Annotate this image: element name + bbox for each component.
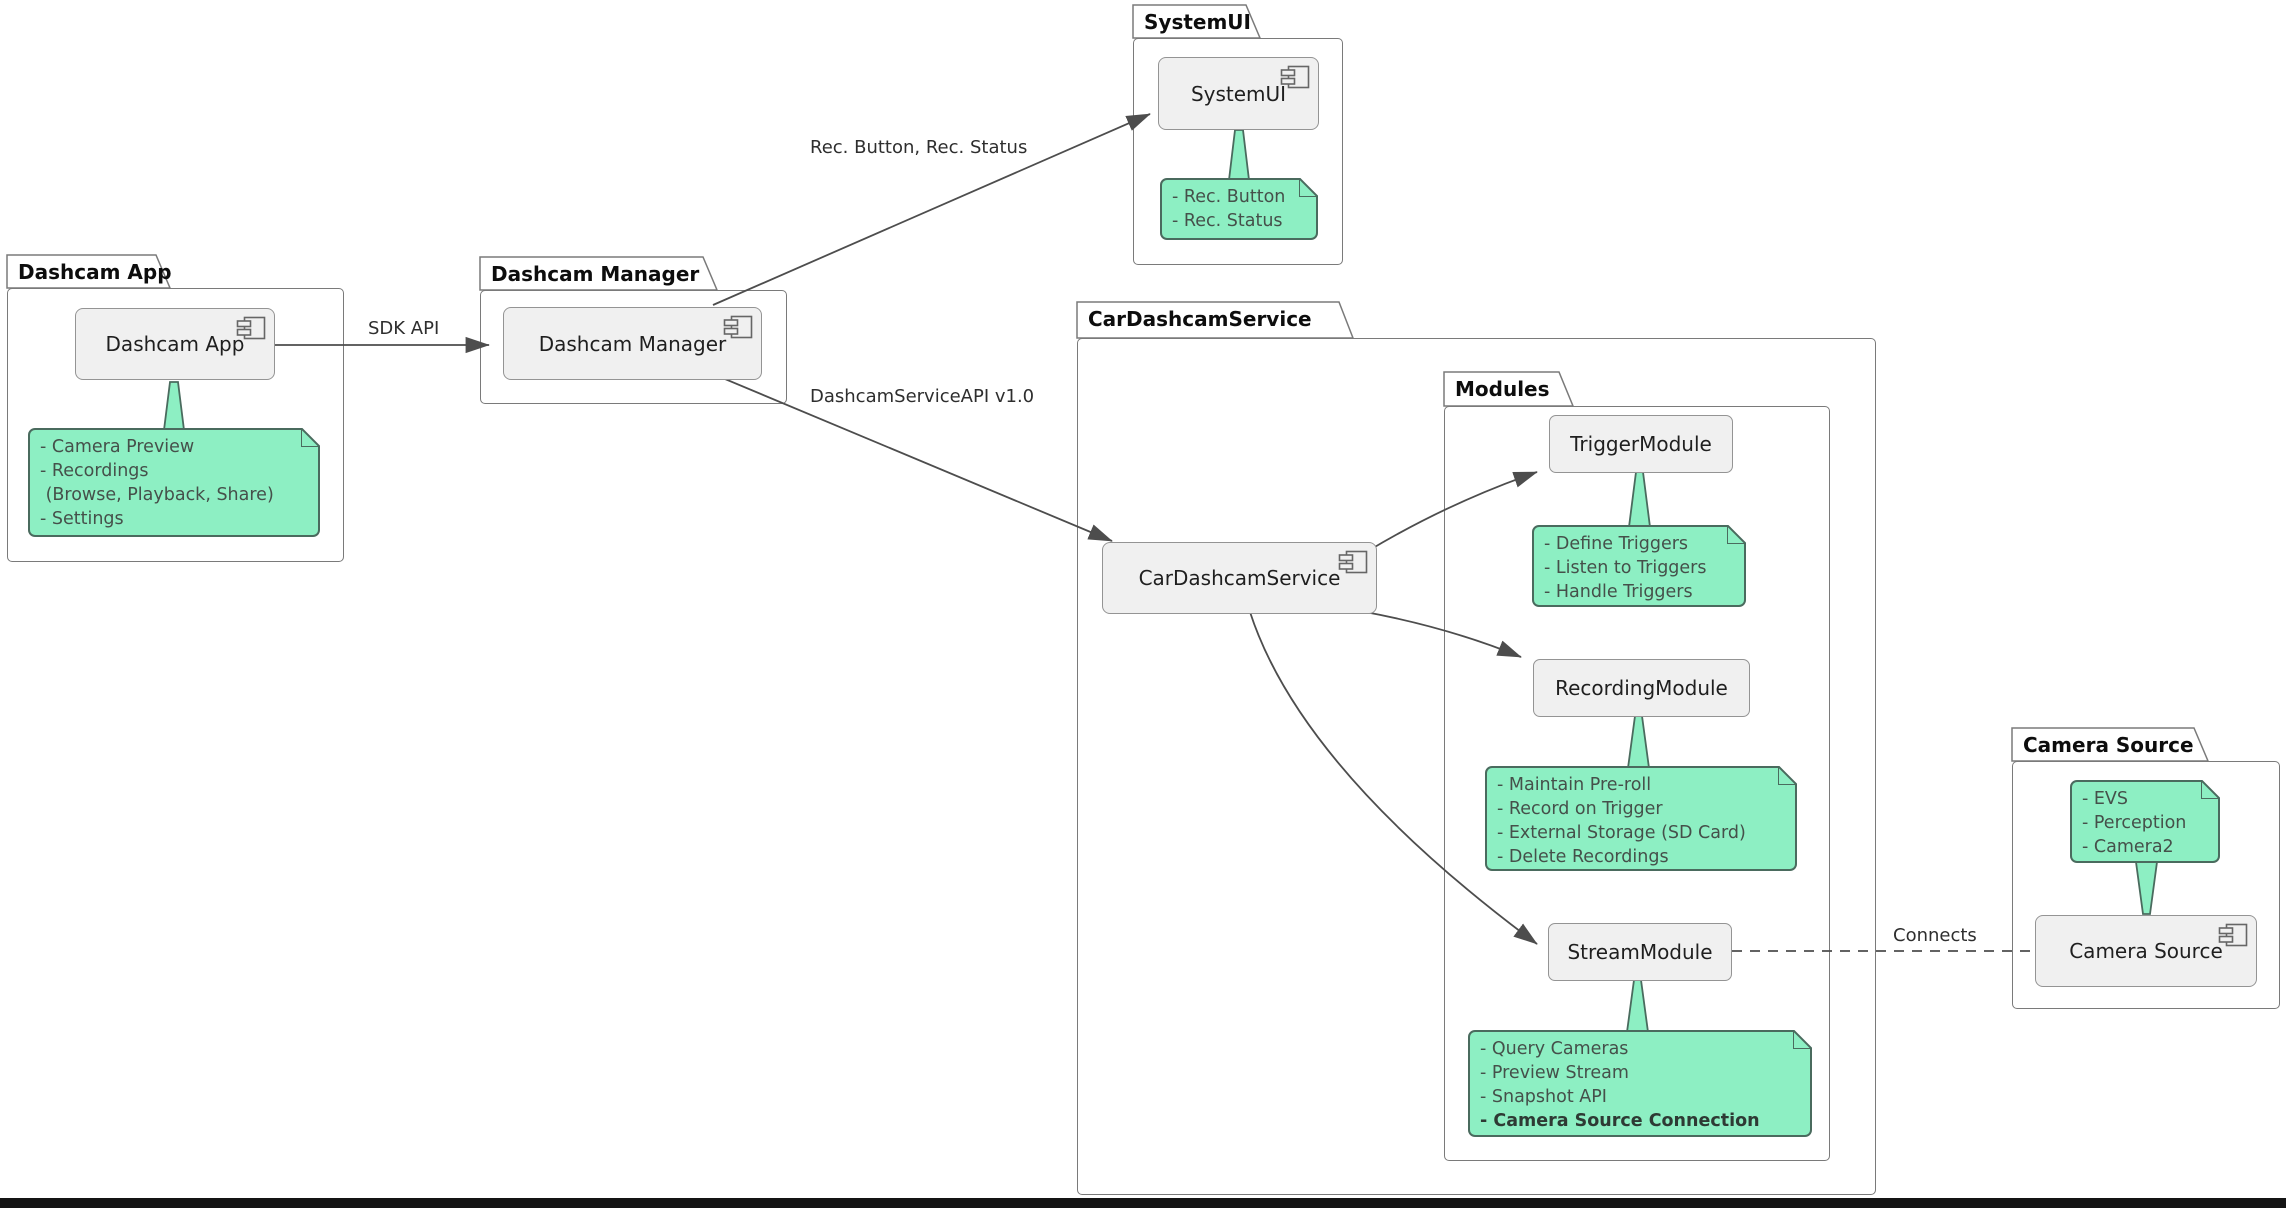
- note-line: - Listen to Triggers: [1544, 558, 1707, 578]
- component-label: SystemUI: [1190, 81, 1287, 106]
- note-line: - Recordings: [40, 461, 149, 481]
- note-line: - Snapshot API: [1480, 1087, 1607, 1107]
- note-line: - EVS: [2082, 789, 2129, 809]
- module-trigger: TriggerModule: [1549, 415, 1733, 473]
- package-modules: [1444, 406, 1830, 1161]
- note-line: (Browse, Playback, Share): [40, 485, 274, 505]
- note-stream: - Query Cameras - Preview Stream - Snaps…: [1468, 1030, 1812, 1137]
- note-dashcam-app: - Camera Preview - Recordings (Browse, P…: [28, 428, 320, 537]
- component-systemui: SystemUI: [1158, 57, 1319, 130]
- note-recording: - Maintain Pre-roll - Record on Trigger …: [1485, 766, 1797, 871]
- edge-service-to-trigger: [1367, 471, 1538, 552]
- note-fold-icon: [1299, 178, 1318, 197]
- note-line: - Preview Stream: [1480, 1063, 1629, 1083]
- component-icon: [2218, 923, 2248, 947]
- component-label: Dashcam Manager: [538, 331, 727, 356]
- module-label: RecordingModule: [1555, 676, 1728, 700]
- note-line: - Record on Trigger: [1497, 799, 1663, 819]
- package-title-systemui: SystemUI: [1144, 10, 1251, 34]
- note-line: - Define Triggers: [1544, 534, 1689, 554]
- package-title-modules: Modules: [1455, 377, 1550, 401]
- edge-label-sdk-api: SDK API: [368, 318, 440, 339]
- edge-label-connects: Connects: [1893, 925, 1977, 946]
- component-dashcam-app: Dashcam App: [75, 308, 275, 380]
- component-label: Camera Source: [2069, 939, 2223, 963]
- edge-service-to-recording: [1359, 610, 1522, 658]
- note-line: - Camera2: [2082, 837, 2174, 857]
- package-title-dashcam-manager: Dashcam Manager: [491, 262, 700, 286]
- edge-rec-button-status: [712, 113, 1151, 306]
- package-tabs: [6, 4, 2210, 762]
- note-line: - Camera Preview: [40, 437, 195, 457]
- note-line: - Perception: [2082, 813, 2187, 833]
- component-camera-source: Camera Source: [2035, 915, 2257, 987]
- note-fold-icon: [2201, 780, 2220, 799]
- component-label: CarDashcamService: [1138, 566, 1341, 590]
- note-fold-icon: [301, 428, 320, 447]
- bottom-bar: [0, 1198, 2286, 1208]
- package-dashcam-app: [7, 288, 344, 562]
- note-camera-source: - EVS - Perception - Camera2: [2070, 780, 2220, 863]
- note-line: - Rec. Status: [1172, 211, 1283, 231]
- component-icon: [723, 315, 753, 339]
- note-fold-icon: [1727, 525, 1746, 544]
- note-line: - External Storage (SD Card): [1497, 823, 1746, 843]
- component-icon: [1280, 65, 1310, 89]
- package-title-car-dashcam-service: CarDashcamService: [1088, 307, 1312, 331]
- note-fold-icon: [1778, 766, 1797, 785]
- edge-label-rec-button-status: Rec. Button, Rec. Status: [810, 137, 1028, 158]
- note-line: - Rec. Button: [1172, 187, 1286, 207]
- component-dashcam-manager: Dashcam Manager: [503, 307, 762, 380]
- component-icon: [1338, 550, 1368, 574]
- module-label: StreamModule: [1567, 940, 1713, 964]
- package-car-dashcam-service: [1077, 338, 1876, 1195]
- component-car-dashcam-service: CarDashcamService: [1102, 542, 1377, 614]
- note-systemui: - Rec. Button - Rec. Status: [1160, 178, 1318, 240]
- module-recording: RecordingModule: [1533, 659, 1750, 717]
- edge-service-to-stream: [1249, 611, 1538, 945]
- note-fold-icon: [1793, 1030, 1812, 1049]
- note-line: - Maintain Pre-roll: [1497, 775, 1652, 795]
- note-line: - Settings: [40, 509, 124, 529]
- component-icon: [236, 316, 266, 340]
- note-trigger: - Define Triggers - Listen to Triggers -…: [1532, 525, 1746, 607]
- note-line: - Query Cameras: [1480, 1039, 1629, 1059]
- edge-dashcam-service-api: [724, 378, 1113, 542]
- component-label: Dashcam App: [105, 332, 245, 356]
- module-label: TriggerModule: [1570, 432, 1712, 456]
- package-title-camera-source: Camera Source: [2023, 733, 2194, 757]
- module-stream: StreamModule: [1548, 923, 1732, 981]
- note-line: - Camera Source Connection: [1480, 1111, 1760, 1131]
- edge-label-dashcam-service-api: DashcamServiceAPI v1.0: [810, 386, 1035, 407]
- package-title-dashcam-app: Dashcam App: [18, 260, 172, 284]
- note-line: - Handle Triggers: [1544, 582, 1693, 602]
- note-line: - Delete Recordings: [1497, 847, 1669, 867]
